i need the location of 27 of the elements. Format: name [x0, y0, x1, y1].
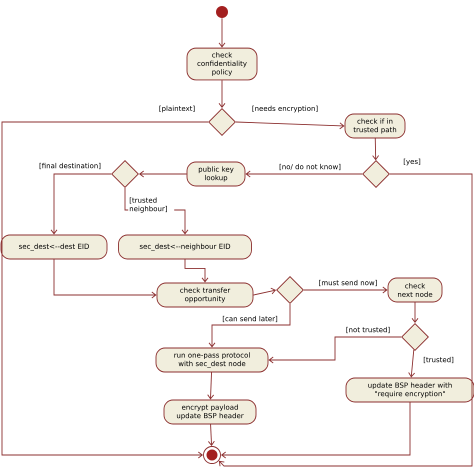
start-node: [216, 6, 228, 18]
arrow: [207, 372, 214, 400]
end-node: [203, 446, 221, 464]
decision-diamond: [276, 276, 304, 304]
decision-diamond: [208, 108, 236, 136]
arrow: [372, 138, 380, 160]
arrow: [245, 170, 362, 178]
decision-diamond: [401, 323, 429, 351]
arrow: [208, 304, 290, 348]
arrow: [218, 80, 226, 108]
arrow: [218, 18, 226, 48]
arrow: [412, 302, 418, 324]
arrow: [253, 288, 276, 296]
arrow: [138, 170, 187, 178]
arrow: [220, 402, 410, 458]
arrow: [50, 174, 112, 235]
arrow: [304, 286, 388, 294]
arrow: [408, 349, 416, 378]
arrow: [184, 259, 208, 283]
arrow: [236, 122, 345, 130]
arrow: [218, 174, 472, 467]
decision-diamond: [111, 160, 139, 188]
arrow: [208, 424, 215, 446]
arrow: [54, 259, 157, 298]
arrow: [268, 336, 402, 364]
arrow: [2, 122, 208, 458]
decision-diamond: [362, 160, 390, 188]
